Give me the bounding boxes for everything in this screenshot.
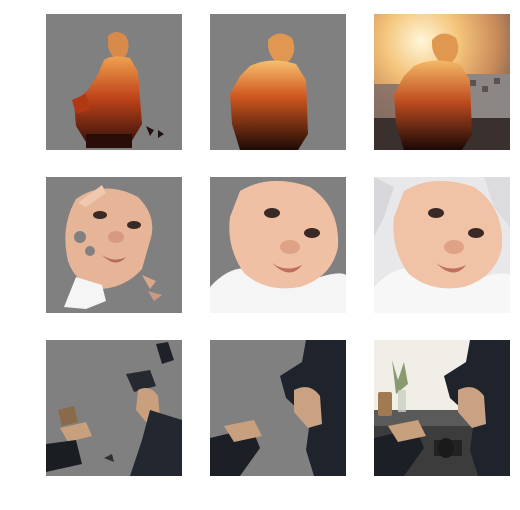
sunset-dense-mask-panel: [210, 14, 346, 150]
handshake-dense-mask-image: [210, 340, 346, 476]
sunset-original-panel: [374, 14, 510, 150]
handshake-sparse-mask-panel: [46, 340, 182, 476]
baby-dense-mask-panel: [210, 177, 346, 313]
baby-sparse-mask-image: [46, 177, 182, 313]
handshake-dense-mask-panel: [210, 340, 346, 476]
sunset-dense-mask-image: [210, 14, 346, 150]
handshake-original-image: [374, 340, 510, 476]
baby-original-image: [374, 177, 510, 313]
handshake-original-panel: [374, 340, 510, 476]
baby-dense-mask-image: [210, 177, 346, 313]
sunset-original-image: [374, 14, 510, 150]
baby-sparse-mask-panel: [46, 177, 182, 313]
baby-original-panel: [374, 177, 510, 313]
sunset-sparse-mask-image: [46, 14, 182, 150]
handshake-sparse-mask-image: [46, 340, 182, 476]
sunset-sparse-mask-panel: [46, 14, 182, 150]
